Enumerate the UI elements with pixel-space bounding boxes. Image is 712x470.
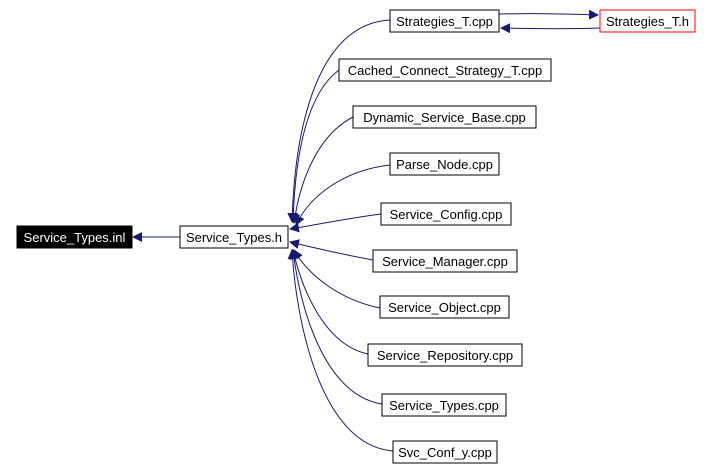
edge-service-config-cpp-to-service-types-h bbox=[289, 213, 382, 233]
node-label: Service_Types.h bbox=[186, 230, 282, 245]
node-svc-conf-y-cpp[interactable]: Svc_Conf_y.cpp bbox=[392, 440, 498, 464]
node-label: Parse_Node.cpp bbox=[396, 157, 493, 172]
edge-strategies-t-cpp-to-strategies-t-h bbox=[498, 9, 599, 20]
edge-svc-conf-y-cpp-to-service-types-h bbox=[287, 249, 394, 452]
edge-service-manager-cpp-to-service-types-h bbox=[289, 239, 374, 261]
node-parse-node-cpp[interactable]: Parse_Node.cpp bbox=[389, 152, 500, 176]
edge-service-types-cpp-to-service-types-h bbox=[289, 249, 383, 405]
node-label: Service_Object.cpp bbox=[388, 300, 501, 315]
node-label: Service_Config.cpp bbox=[390, 207, 503, 222]
node-service-types-cpp[interactable]: Service_Types.cpp bbox=[381, 393, 507, 417]
node-strategies-t-h[interactable]: Strategies_T.h bbox=[599, 9, 696, 33]
edge-service-repository-cpp-to-service-types-h bbox=[290, 249, 369, 355]
node-label: Service_Types.inl bbox=[24, 230, 126, 245]
node-service-object-cpp[interactable]: Service_Object.cpp bbox=[379, 295, 510, 319]
node-label: Service_Types.cpp bbox=[389, 398, 499, 413]
node-label: Svc_Conf_y.cpp bbox=[398, 445, 492, 460]
edges-layer bbox=[132, 9, 601, 452]
edge-strategies-t-h-to-strategies-t-cpp bbox=[500, 23, 601, 34]
edge-strategies-t-cpp-to-service-types-h bbox=[287, 19, 391, 223]
node-strategies-t-cpp[interactable]: Strategies_T.cpp bbox=[389, 9, 500, 33]
nodes-layer: Service_Types.inl Service_Types.h Strate… bbox=[16, 9, 696, 464]
edge-parse-node-cpp-to-service-types-h bbox=[295, 164, 391, 226]
node-dynamic-service-base-cpp[interactable]: Dynamic_Service_Base.cpp bbox=[352, 105, 537, 129]
edge-cached-connect-strategy-t-cpp-to-service-types-h bbox=[288, 69, 340, 223]
node-label: Strategies_T.cpp bbox=[396, 14, 493, 29]
node-cached-connect-strategy-t-cpp[interactable]: Cached_Connect_Strategy_T.cpp bbox=[338, 58, 552, 82]
node-label: Cached_Connect_Strategy_T.cpp bbox=[348, 63, 542, 78]
node-service-types-h[interactable]: Service_Types.h bbox=[179, 225, 289, 249]
node-label: Service_Manager.cpp bbox=[382, 254, 508, 269]
node-label: Strategies_T.h bbox=[606, 14, 689, 29]
node-service-repository-cpp[interactable]: Service_Repository.cpp bbox=[367, 343, 523, 367]
node-service-config-cpp[interactable]: Service_Config.cpp bbox=[380, 202, 512, 226]
node-label: Service_Repository.cpp bbox=[377, 348, 513, 363]
node-service-types-inl: Service_Types.inl bbox=[16, 225, 133, 249]
node-label: Dynamic_Service_Base.cpp bbox=[363, 110, 526, 125]
node-service-manager-cpp[interactable]: Service_Manager.cpp bbox=[372, 249, 518, 273]
edge-dynamic-service-base-cpp-to-service-types-h bbox=[290, 116, 354, 224]
